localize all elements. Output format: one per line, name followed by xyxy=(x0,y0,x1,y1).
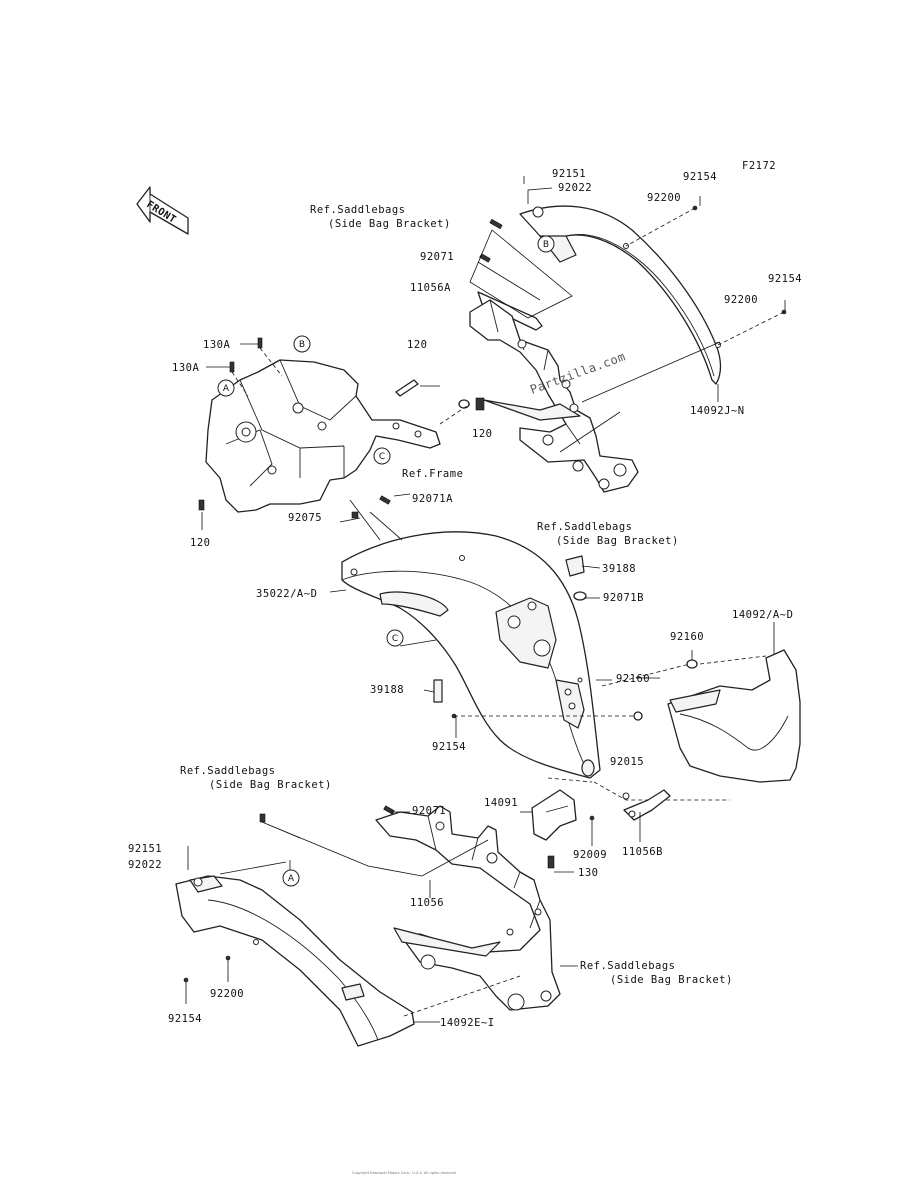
label-92071a: 92071A xyxy=(412,493,453,505)
label-120-left: 120 xyxy=(190,537,210,549)
right-side-cover-group xyxy=(520,622,801,873)
label-11056a: 11056A xyxy=(410,282,451,294)
label-ref-saddlebags-mid: Ref.Saddlebags xyxy=(537,521,633,533)
label-92200-top: 92200 xyxy=(647,192,681,204)
label-92154-mid: 92154 xyxy=(768,273,802,285)
label-120-mid: 120 xyxy=(472,428,492,440)
label-14092j-n: 14092J~N xyxy=(690,405,745,417)
callout-b-upper: B xyxy=(293,335,311,353)
label-92160-upper: 92160 xyxy=(670,631,704,643)
callout-a-lower: A xyxy=(282,869,300,887)
label-130a-lower: 130A xyxy=(172,362,199,374)
side-cover-upper xyxy=(519,205,722,385)
label-92151-low: 92151 xyxy=(128,843,162,855)
label-92022-low: 92022 xyxy=(128,859,162,871)
rear-frame-bracket xyxy=(205,359,441,513)
label-11056b: 11056B xyxy=(622,846,663,858)
callout-a-upper: A xyxy=(217,379,235,397)
upper-side-cover-group xyxy=(469,176,787,493)
label-side-bag-bracket-bot: (Side Bag Bracket) xyxy=(610,974,733,986)
label-side-bag-bracket-top: (Side Bag Bracket) xyxy=(328,218,451,230)
label-side-bag-bracket-low: (Side Bag Bracket) xyxy=(209,779,332,791)
footer-copyright: Copyright Kawasaki Motors Corp., U.S.A. … xyxy=(352,1171,457,1175)
label-92071b: 92071B xyxy=(603,592,644,604)
bracket-11056a xyxy=(477,291,543,331)
label-92154-top: 92154 xyxy=(683,171,717,183)
label-130a-upper: 130A xyxy=(203,339,230,351)
rear-fender xyxy=(341,531,601,779)
label-11056: 11056 xyxy=(410,897,444,909)
callout-c-lower: C xyxy=(386,629,404,647)
label-35022: 35022/A~D xyxy=(256,588,317,600)
label-92022-top: 92022 xyxy=(558,182,592,194)
svg-text:C: C xyxy=(379,452,385,462)
sticker-39188 xyxy=(565,555,585,577)
svg-text:A: A xyxy=(223,384,230,394)
label-130: 130 xyxy=(578,867,598,879)
frame-mount-group xyxy=(198,337,485,530)
label-92151-top: 92151 xyxy=(552,168,586,180)
label-14092e-i: 14092E~I xyxy=(440,1017,495,1029)
svg-text:A: A xyxy=(288,874,295,884)
label-side-bag-bracket-mid: (Side Bag Bracket) xyxy=(556,535,679,547)
front-arrow-icon: FRONT xyxy=(136,186,189,235)
label-92009: 92009 xyxy=(573,849,607,861)
side-cover-right xyxy=(667,649,801,783)
label-39188: 39188 xyxy=(602,563,636,575)
label-120-top: 120 xyxy=(407,339,427,351)
label-92154-low: 92154 xyxy=(168,1013,202,1025)
label-92154-center: 92154 xyxy=(432,741,466,753)
svg-text:B: B xyxy=(299,340,305,350)
label-92075: 92075 xyxy=(288,512,322,524)
rear-fender-group xyxy=(329,493,730,801)
label-14092a-d: 14092/A~D xyxy=(732,609,793,621)
figure-code: F2172 xyxy=(742,160,776,172)
label-92200-low: 92200 xyxy=(210,988,244,1000)
saddlebag-bracket-lower xyxy=(375,805,561,1011)
svg-text:B: B xyxy=(543,240,549,250)
label-ref-saddlebags-bot: Ref.Saddlebags xyxy=(580,960,676,972)
label-ref-frame: Ref.Frame xyxy=(402,468,463,480)
label-92071-low: 92071 xyxy=(412,805,446,817)
clamp-11056b xyxy=(623,789,671,821)
side-cover-lower xyxy=(175,875,415,1047)
bracket-14091 xyxy=(531,789,577,841)
label-92200-mid: 92200 xyxy=(724,294,758,306)
part-labels: 92151 92022 92154 92200 Ref.Saddlebags (… xyxy=(128,168,802,1029)
label-92015: 92015 xyxy=(610,756,644,768)
svg-text:C: C xyxy=(392,634,398,644)
label-39188-lower: 39188 xyxy=(370,684,404,696)
label-92160-lower: 92160 xyxy=(616,673,650,685)
label-ref-saddlebags-top: Ref.Saddlebags xyxy=(310,204,406,216)
callout-b-lower: B xyxy=(537,235,555,253)
lower-side-cover-group xyxy=(175,805,578,1047)
label-ref-saddlebags-low: Ref.Saddlebags xyxy=(180,765,276,777)
callout-c-upper: C xyxy=(373,447,391,465)
label-92071-top: 92071 xyxy=(420,251,454,263)
saddlebag-bracket-upper xyxy=(469,299,639,493)
label-14091: 14091 xyxy=(484,797,518,809)
